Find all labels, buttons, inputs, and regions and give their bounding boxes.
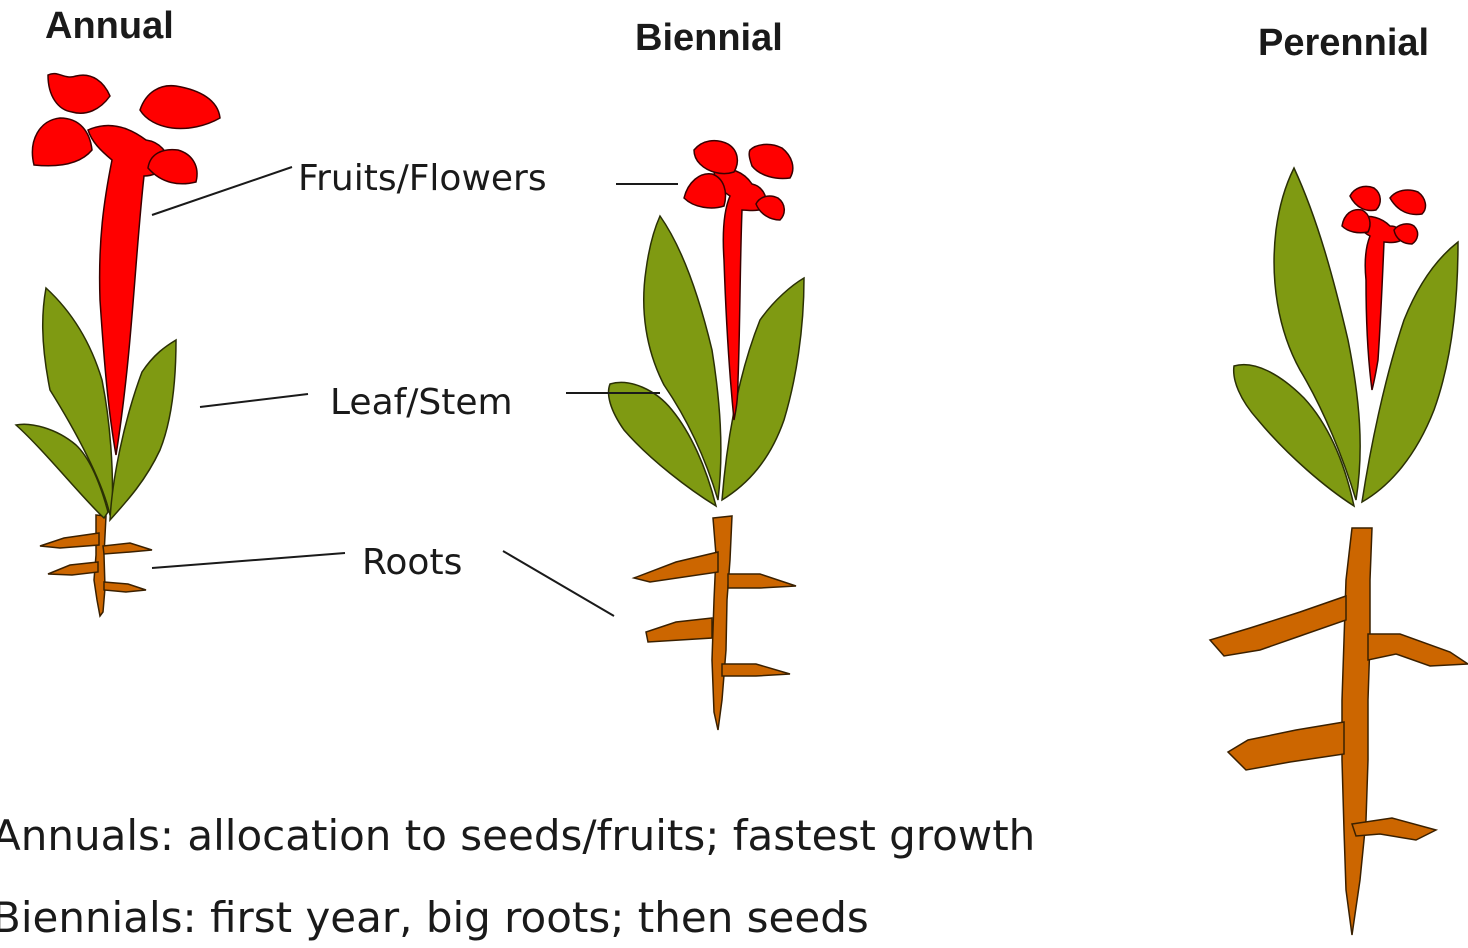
biennial-title: Biennial	[635, 17, 783, 59]
roots-leader-left	[152, 553, 345, 568]
labels: Fruits/Flowers Leaf/Stem Roots	[152, 158, 678, 616]
biennial-leaves	[609, 216, 804, 506]
leaf-stem-leader-left	[200, 394, 308, 407]
perennial-plant	[1210, 168, 1468, 935]
leaf-stem-label: Leaf/Stem	[330, 382, 513, 423]
annual-leaves	[16, 288, 176, 520]
fruits-flowers-label: Fruits/Flowers	[298, 158, 547, 199]
annual-roots	[40, 515, 152, 616]
biennial-roots	[634, 516, 796, 730]
perennial-roots	[1210, 528, 1468, 935]
biennial-plant	[609, 141, 804, 730]
annual-plant	[16, 74, 220, 616]
annuals-caption: Annuals: allocation to seeds/fruits; fas…	[0, 811, 1035, 860]
perennial-title: Perennial	[1258, 22, 1429, 64]
roots-leader-right	[503, 551, 614, 616]
roots-label: Roots	[362, 542, 462, 583]
biennials-caption: Biennials: first year, big roots; then s…	[0, 893, 869, 942]
annual-title: Annual	[45, 5, 174, 47]
